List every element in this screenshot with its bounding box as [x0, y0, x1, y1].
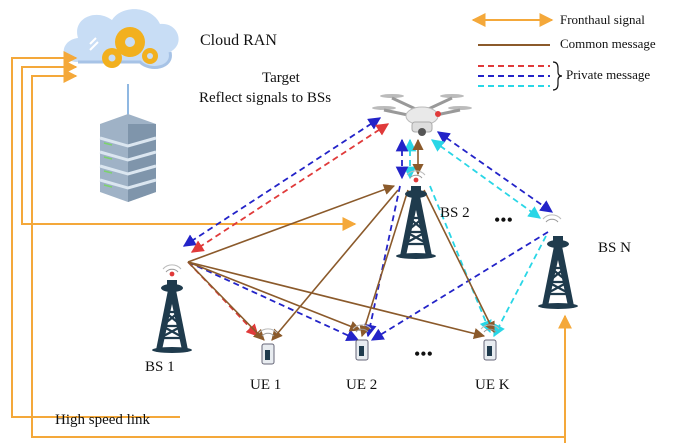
phone-icon-ue2: [352, 324, 372, 361]
server-stack-icon: [99, 84, 157, 202]
ue2-label: UE 2: [346, 377, 378, 393]
high-speed-link-label: High speed link: [55, 412, 150, 428]
bs2-label: BS 2: [440, 205, 470, 221]
fronthaul-links: [11, 51, 572, 443]
cell-tower-icon-bs1: [150, 264, 194, 355]
bsn-label: BS N: [598, 240, 631, 256]
cloud-ran-label: Cloud RAN: [200, 32, 277, 49]
phone-icon-ue1: [258, 328, 278, 365]
uek-label: UE K: [475, 377, 510, 393]
cell-tower-icon-bs2: [394, 170, 438, 261]
target-label: Target: [262, 70, 300, 86]
legend-private-label: Private message: [566, 67, 651, 82]
legend-common-label: Common message: [560, 36, 656, 51]
target-desc-label: Reflect signals to BSs: [199, 90, 332, 106]
phone-icon-uek: [480, 324, 500, 361]
bs1-label: BS 1: [145, 359, 175, 375]
cloud-gears-icon: [63, 9, 179, 69]
drone-icon: [372, 94, 472, 136]
legend-fronthaul-label: Fronthaul signal: [560, 12, 645, 27]
ue-ellipsis: •••: [414, 344, 433, 364]
common-message-links: [187, 138, 495, 341]
bs-ellipsis: •••: [494, 210, 513, 230]
ue1-label: UE 1: [250, 377, 282, 393]
cell-tower-icon-bsn: [536, 214, 580, 311]
legend-lines: [471, 13, 563, 91]
